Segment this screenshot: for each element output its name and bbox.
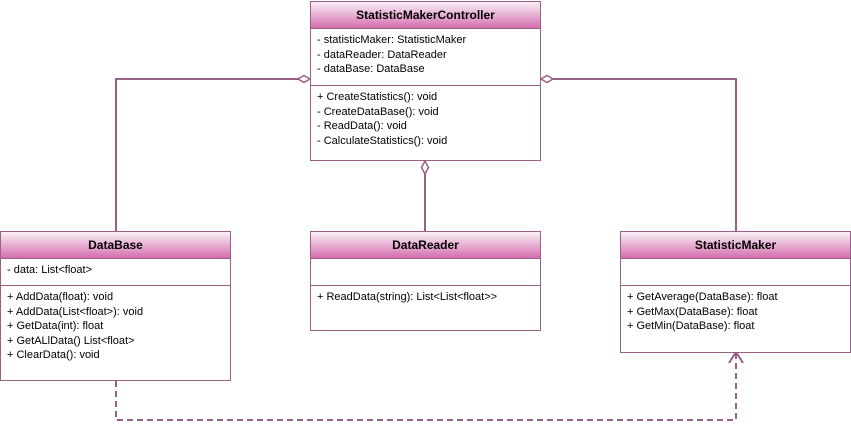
class-name: StatisticMakerController: [311, 2, 540, 29]
method: - CalculateStatistics(): void: [317, 134, 448, 147]
methods-section: + AddData(float): void + AddData(List<fl…: [1, 286, 230, 367]
method: + ClearData(): void: [7, 349, 100, 361]
methods-section: + GetAverage(DataBase): float + GetMax(D…: [621, 286, 850, 338]
method: + GetData(int): float: [7, 320, 104, 332]
method: + GetMin(DataBase): float: [627, 320, 755, 332]
attribute: - data: List<float>: [7, 264, 92, 276]
dependency-line: [115, 353, 737, 421]
class-name: DataBase: [1, 232, 230, 259]
class-datareader[interactable]: DataReader + ReadData(string): List<List…: [310, 231, 541, 331]
class-statisticmaker[interactable]: StatisticMaker + GetAverage(DataBase): f…: [620, 231, 851, 353]
method: + GetMax(DataBase): float: [627, 305, 758, 318]
method: + ReadData(string): List<List<float>>: [317, 291, 498, 303]
methods-section: + CreateStatistics(): void - CreateDataB…: [311, 86, 540, 152]
class-name: StatisticMaker: [621, 232, 850, 259]
aggregation-diamond-statisticmaker: [539, 74, 555, 84]
method: + AddData(float): void: [7, 291, 114, 303]
method: + CreateStatistics(): void: [317, 91, 438, 103]
method: + GetAverage(DataBase): float: [627, 291, 778, 303]
class-database[interactable]: DataBase - data: List<float> + AddData(f…: [0, 231, 231, 381]
method: - CreateDataBase(): void: [317, 105, 439, 118]
aggregation-line-statisticmaker: [553, 78, 737, 231]
aggregation-diamond-datareader: [420, 159, 430, 176]
class-name: DataReader: [311, 232, 540, 259]
aggregation-line-database: [115, 78, 298, 231]
class-statisticmakercontroller[interactable]: StatisticMakerController - statisticMake…: [310, 1, 541, 161]
method: - ReadData(): void: [317, 120, 407, 132]
attribute: - dataBase: DataBase: [317, 63, 425, 75]
method: + AddData(List<float>): void: [7, 305, 144, 318]
attributes-section: - data: List<float>: [1, 259, 230, 286]
method: + GetALlData() List<float>: [7, 334, 135, 347]
attributes-section: [311, 259, 540, 286]
aggregation-diamond-database: [296, 74, 312, 84]
attribute: - dataReader: DataReader: [317, 48, 447, 61]
attribute: - statisticMaker: StatisticMaker: [317, 34, 467, 46]
attributes-section: - statisticMaker: StatisticMaker - dataR…: [311, 29, 540, 86]
attributes-section: [621, 259, 850, 286]
methods-section: + ReadData(string): List<List<float>>: [311, 286, 540, 309]
